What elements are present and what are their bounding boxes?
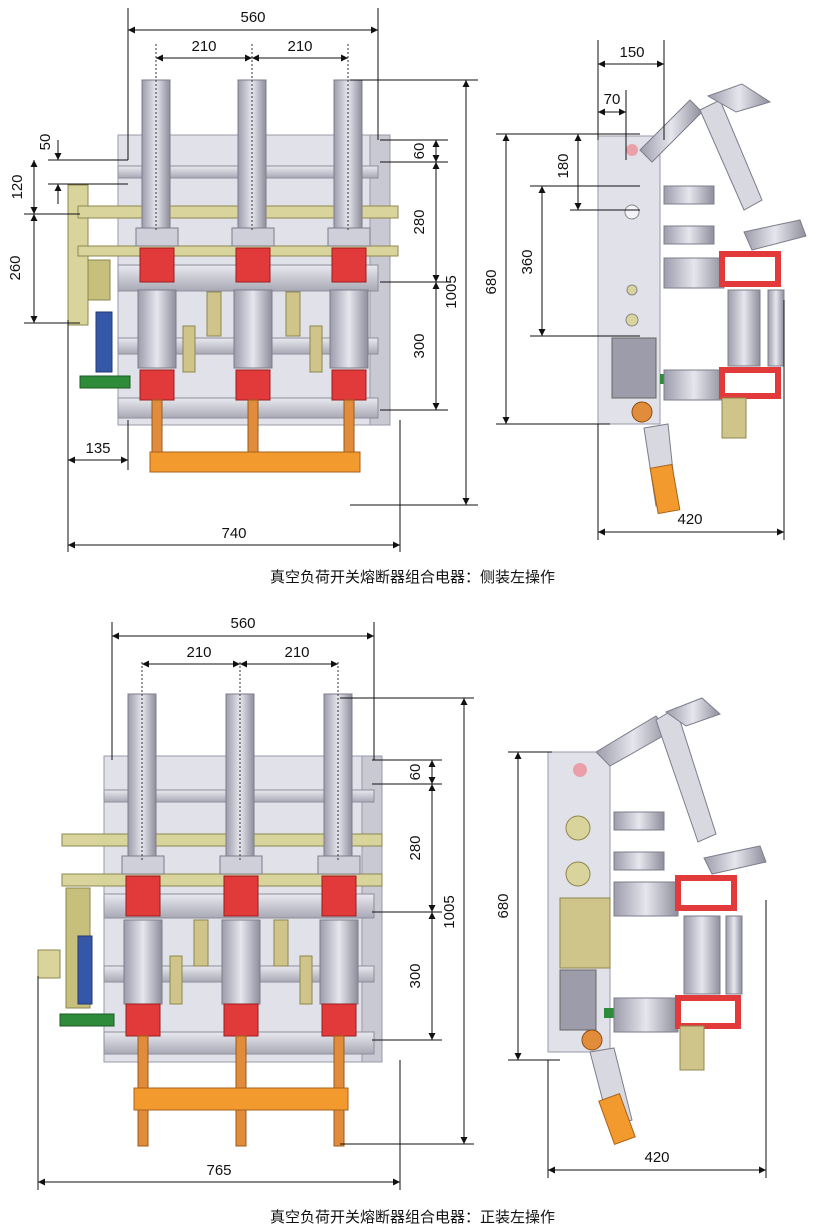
dim-right-280: 280 [411,209,428,234]
top-side-view: 150 70 180 360 680 420 [483,40,807,540]
orange-busbar [133,1087,349,1111]
dim-right-60: 60 [407,764,424,781]
phase-a [121,693,165,1147]
orange-busbar [149,451,361,473]
side-dim-70: 70 [604,91,621,108]
caption-top: 真空负荷开关熔断器组合电器：侧装左操作 [269,568,555,586]
bottom-front-view: 560 210 210 60 280 300 1005 765 [37,615,474,1190]
dim-top-spacing-left: 210 [191,38,216,55]
dim-total-height: 1005 [443,275,460,308]
side-dim-180: 180 [555,153,572,178]
caption-bottom: 真空负荷开关熔断器组合电器：正装左操作 [269,1208,555,1226]
dim-left-50: 50 [37,134,54,151]
dim-top-spacing-left: 210 [186,644,211,661]
dim-top-spacing-right: 210 [287,38,312,55]
side-dim-420: 420 [644,1149,669,1166]
phase-c [327,79,371,471]
dim-left-260: 260 [7,255,24,280]
side-dim-150: 150 [619,44,644,61]
dim-left-120: 120 [9,174,26,199]
phase-b [219,693,263,1147]
dim-total-height: 1005 [441,895,458,928]
dim-bottom-width: 740 [221,525,246,542]
top-front-view: 560 210 210 50 120 260 60 280 300 1005 [7,8,478,552]
blue-part [95,311,113,373]
side-dim-680: 680 [483,269,500,294]
dim-right-300: 300 [407,963,424,988]
bottom-side-view: 680 420 [495,697,767,1178]
side-dim-420: 420 [677,511,702,528]
dim-top-width: 560 [240,9,265,26]
dim-right-300: 300 [411,333,428,358]
side-dim-360: 360 [519,249,536,274]
dim-bottom-width: 765 [206,1162,231,1179]
terminal-strip [79,375,131,389]
terminal-strip [59,1013,115,1027]
dim-right-280: 280 [407,835,424,860]
dim-offset-135: 135 [85,440,110,457]
side-dim-680: 680 [495,893,512,918]
dim-right-60: 60 [411,143,428,160]
dim-top-width: 560 [230,615,255,632]
dim-top-spacing-right: 210 [284,644,309,661]
blue-part [77,935,93,1005]
